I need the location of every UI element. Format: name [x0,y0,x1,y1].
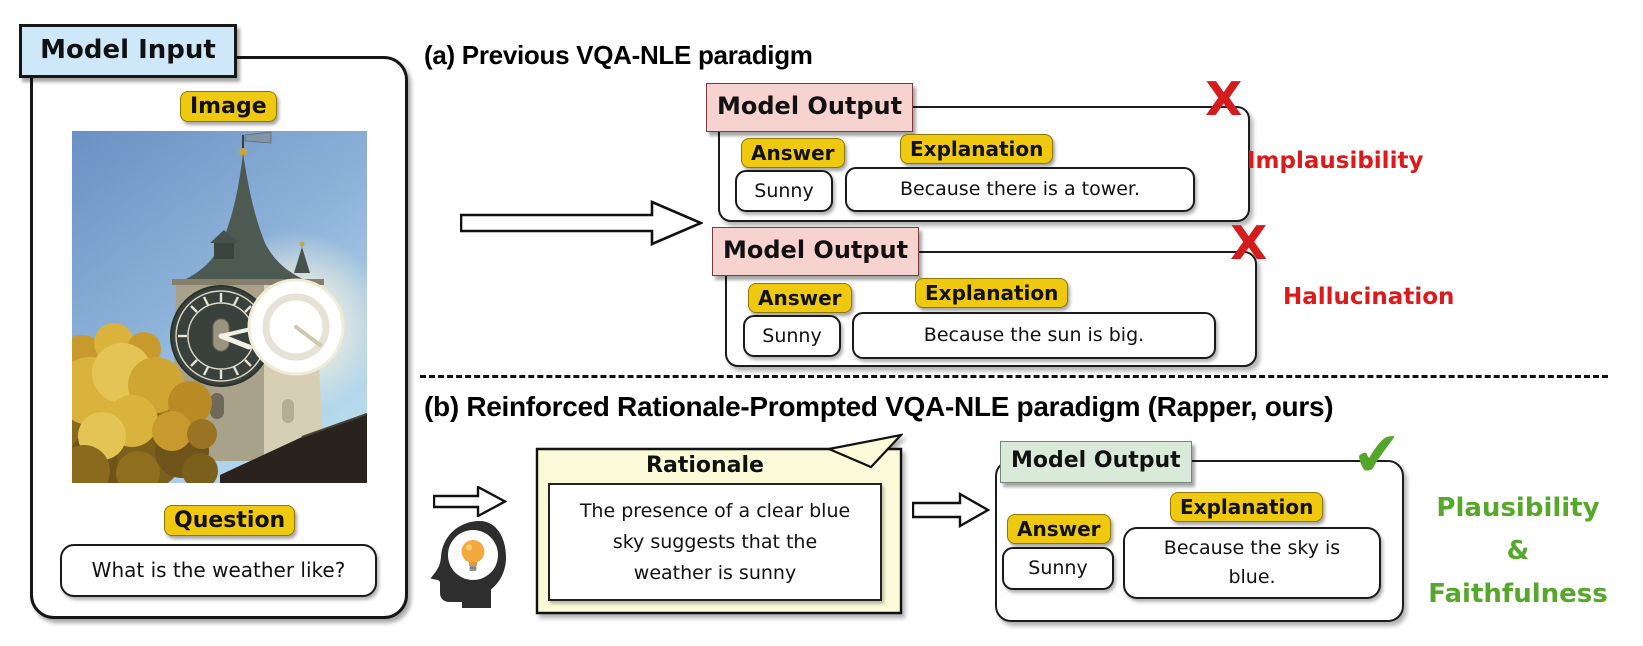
model-output-label-2: Model Output [712,227,920,276]
x-mark-icon-2: X [1230,216,1268,270]
autumn-tree [72,323,218,483]
rationale-title: Rationale [646,453,764,478]
issue-hallucination: Hallucination [1283,284,1455,310]
answer-label-2: Answer [748,283,852,313]
explanation-label-1: Explanation [900,134,1054,164]
rationale-text: The presence of a clear blue sky suggest… [579,499,851,584]
check-icon: ✔ [1349,418,1405,492]
question-box: What is the weather like? [60,544,377,597]
section-divider [420,375,1608,378]
explanation-box-2: Because the sun is big. [852,312,1216,359]
thinking-head-icon [429,519,508,608]
answer-box-b: Sunny [1002,547,1114,590]
note-fold-icon [825,433,903,469]
rationale-text-box: The presence of a clear blue sky suggest… [548,483,882,601]
issue-implausibility: Implausibility [1247,148,1424,174]
model-input-label: Model Input [19,24,237,78]
answer-box-2: Sunny [743,315,841,357]
benefits-text: Plausibility & Faithfulness [1428,493,1608,609]
model-output-label-1: Model Output [706,83,914,132]
answer-label-b: Answer [1007,514,1111,544]
answer-label-1: Answer [741,138,845,168]
arrow-right-icon-small-2 [912,492,990,528]
clock-tower-photo [72,131,367,483]
explanation-box-b: Because the sky is blue. [1123,527,1381,599]
explanation-label-b: Explanation [1170,492,1324,522]
clock-tower-photo-svg [72,131,367,483]
explanation-label-2: Explanation [915,278,1069,308]
rationale-note: Rationale The presence of a clear blue s… [535,433,903,615]
answer-box-1: Sunny [735,170,833,212]
question-label: Question [164,505,296,536]
model-input-title: Model Input [40,35,216,65]
arrow-right-icon-main [460,200,703,246]
section-a-heading: (a) Previous VQA-NLE paradigm [424,40,813,70]
lightbulb-icon [461,540,485,571]
model-output-label-b: Model Output [1000,441,1192,483]
explanation-box-1: Because there is a tower. [845,167,1195,212]
x-mark-icon-1: X [1205,72,1243,126]
arrow-right-icon-small-1 [433,486,507,517]
image-label: Image [180,91,277,122]
section-b-heading: (b) Reinforced Rationale-Prompted VQA-NL… [424,391,1334,422]
